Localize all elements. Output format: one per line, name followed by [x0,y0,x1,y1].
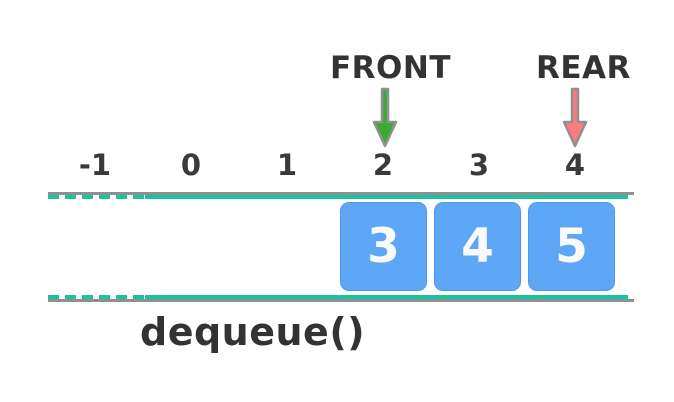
queue-track-top-rail [48,192,634,199]
bottom-rail-dashed-empty-segment [48,295,145,299]
bottom-rail-gray-line [48,299,634,302]
cell-value: 4 [461,219,494,274]
rear-arrow-icon [562,87,588,148]
index-label-4: 4 [564,148,586,182]
top-rail-teal-line [48,195,634,199]
figure-caption: dequeue() [140,310,366,354]
index-label-3: 3 [468,148,490,182]
front-arrow-shape [372,87,398,148]
front-pointer-label: FRONT [330,50,451,86]
cell-value: 5 [555,219,588,274]
index-label-0: 0 [180,148,202,182]
rear-pointer-label: REAR [536,50,631,86]
bottom-rail-teal-line [48,295,634,299]
bottom-rail-solid-segment [145,295,628,299]
queue-cell: 5 [528,202,615,291]
front-arrow-icon [372,87,398,148]
index-label-1: 1 [276,148,298,182]
cell-value: 3 [367,219,400,274]
index-label-2: 2 [372,148,394,182]
queue-cell: 3 [340,202,427,291]
queue-track-bottom-rail [48,295,634,302]
top-rail-gray-line [48,192,634,195]
index-label-neg1: -1 [78,148,112,182]
queue-cell: 4 [434,202,521,291]
top-rail-solid-segment [145,195,628,199]
rear-arrow-shape [562,87,588,148]
top-rail-dashed-empty-segment [48,195,145,199]
